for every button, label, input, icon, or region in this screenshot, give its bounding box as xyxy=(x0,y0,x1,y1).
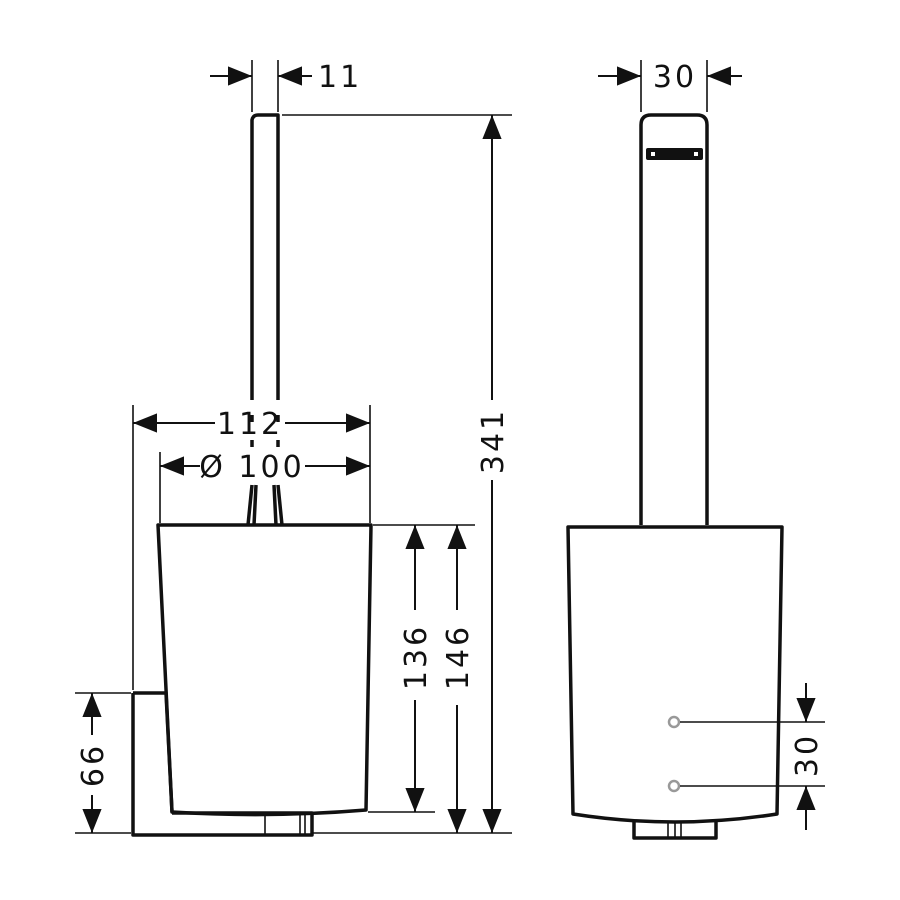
bowl-front xyxy=(566,525,784,824)
dimension-341: 341 xyxy=(282,114,512,834)
dimension-label: 11 xyxy=(318,60,362,95)
dimension-136: 136 xyxy=(368,524,475,813)
dimension-30-holes: 30 xyxy=(680,683,825,830)
side-view: 11 341 112 Ø 100 136 xyxy=(75,60,512,837)
brush-handle-side xyxy=(246,113,284,526)
mounting-hole-icon xyxy=(667,715,681,729)
dimension-112: 112 xyxy=(132,405,371,690)
bowl-side xyxy=(156,523,373,817)
dimension-label: 30 xyxy=(790,733,825,777)
front-view: 30 30 xyxy=(566,60,825,840)
dimension-label: 146 xyxy=(441,624,476,690)
dimension-label: 112 xyxy=(217,407,283,442)
dimension-label: 30 xyxy=(653,60,697,95)
dimension-146: 146 xyxy=(441,525,476,833)
wall-bracket-side xyxy=(131,691,314,837)
bowl-base-front xyxy=(632,822,718,840)
dimension-66: 66 xyxy=(75,692,131,834)
dimension-label: Ø 100 xyxy=(199,450,304,485)
dimension-label: 66 xyxy=(76,743,111,787)
dimension-100: Ø 100 xyxy=(159,450,370,523)
brush-handle-front xyxy=(639,113,709,525)
dimension-label: 136 xyxy=(399,624,434,690)
mounting-hole-icon xyxy=(667,779,681,793)
dimension-11: 11 xyxy=(210,60,362,112)
handle-plate xyxy=(646,148,703,160)
dimension-label: 341 xyxy=(476,408,511,474)
dimension-30-top: 30 xyxy=(598,60,742,112)
